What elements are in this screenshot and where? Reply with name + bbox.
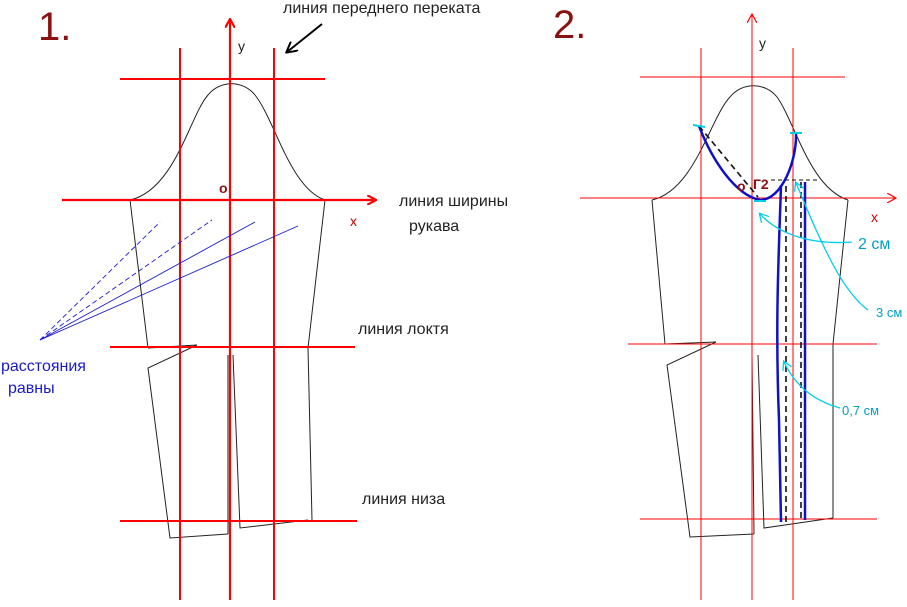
label-distances-equal-2: равны [8,380,55,397]
panel-2-number: 2. [553,3,586,47]
panel-2-x-label: x [871,209,878,225]
panel-2-sleeve-outline [651,85,849,538]
panel-2-point-label: Г2 [753,176,769,192]
panel-1-construction-lines [62,20,375,600]
panel-1-distance-guides [39,219,299,341]
panel-2-y-label: y [759,35,766,51]
label-front-roll-line: линия переднего переката [283,0,480,17]
label-distances-equal-1: расстояния [1,358,86,375]
measurement-3cm: 3 см [876,305,902,320]
panel-1-y-label: y [238,38,245,54]
measurement-2cm: 2 см [858,236,890,253]
label-elbow-line: линия локтя [358,321,449,338]
label-sleeve-width-line-2: рукава [409,218,459,235]
panel-1-number: 1. [38,5,71,49]
panel-2-origin-label: o [737,178,746,194]
panel-1-x-label: x [350,213,357,229]
panel-1-sleeve-outline [129,83,326,539]
panel-2-new-seam-curve [776,184,783,523]
panel-2-point-markers [692,124,802,202]
panel-2-annotation-arrows [760,183,869,409]
label-sleeve-width-line-1: линия ширины [399,193,508,210]
panel-1: 1. y [1,0,508,600]
panel-1-origin-label: o [219,180,228,196]
measurement-0-7cm: 0,7 см [842,403,879,418]
panel-1-pointer-arrow [287,23,323,52]
label-hem-line: линия низа [362,491,445,508]
panel-2: 2. [553,3,902,600]
panel-2-construction-lines [580,15,895,600]
panel-2-cap-curve [697,125,798,202]
panel-2-dashed-guides [698,125,818,522]
